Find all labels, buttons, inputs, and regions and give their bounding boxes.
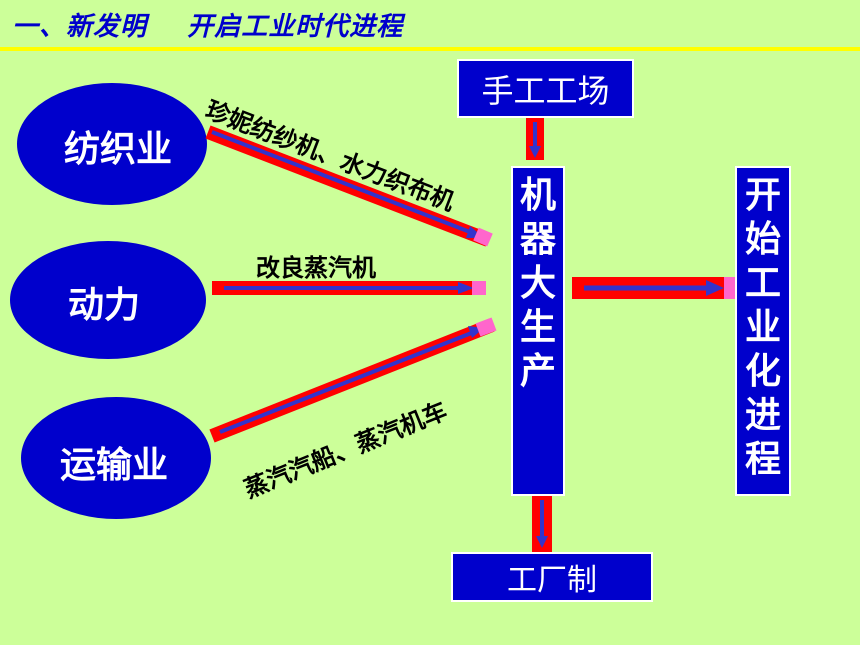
node-textile-label: 纺织业 [64, 129, 173, 170]
page-title: 一、新发明 开启工业时代进程 [12, 12, 404, 42]
arrow-workshop-to-machine [526, 118, 544, 160]
node-transport-label: 运输业 [60, 445, 169, 486]
workshop-box: 手工工场 [457, 59, 634, 118]
arrow-textile-to-machine [205, 125, 493, 247]
industrialization-box: 开始工业化进程 [735, 166, 791, 496]
node-power-ellipse [10, 241, 206, 359]
node-power-label: 动力 [68, 285, 141, 326]
machine-production-box: 机器大生产 [511, 166, 565, 496]
title-underline [0, 47, 860, 51]
arrow-power-to-machine [212, 281, 486, 295]
node-transport-ellipse [21, 397, 211, 519]
arrow-machine-to-industrialization [572, 277, 736, 299]
arrow-label-power: 改良蒸汽机 [256, 254, 376, 282]
arrow-transport-to-machine [209, 317, 497, 443]
factory-box: 工厂制 [451, 552, 653, 602]
node-textile-ellipse [17, 83, 207, 205]
arrow-machine-to-factory [532, 496, 552, 552]
